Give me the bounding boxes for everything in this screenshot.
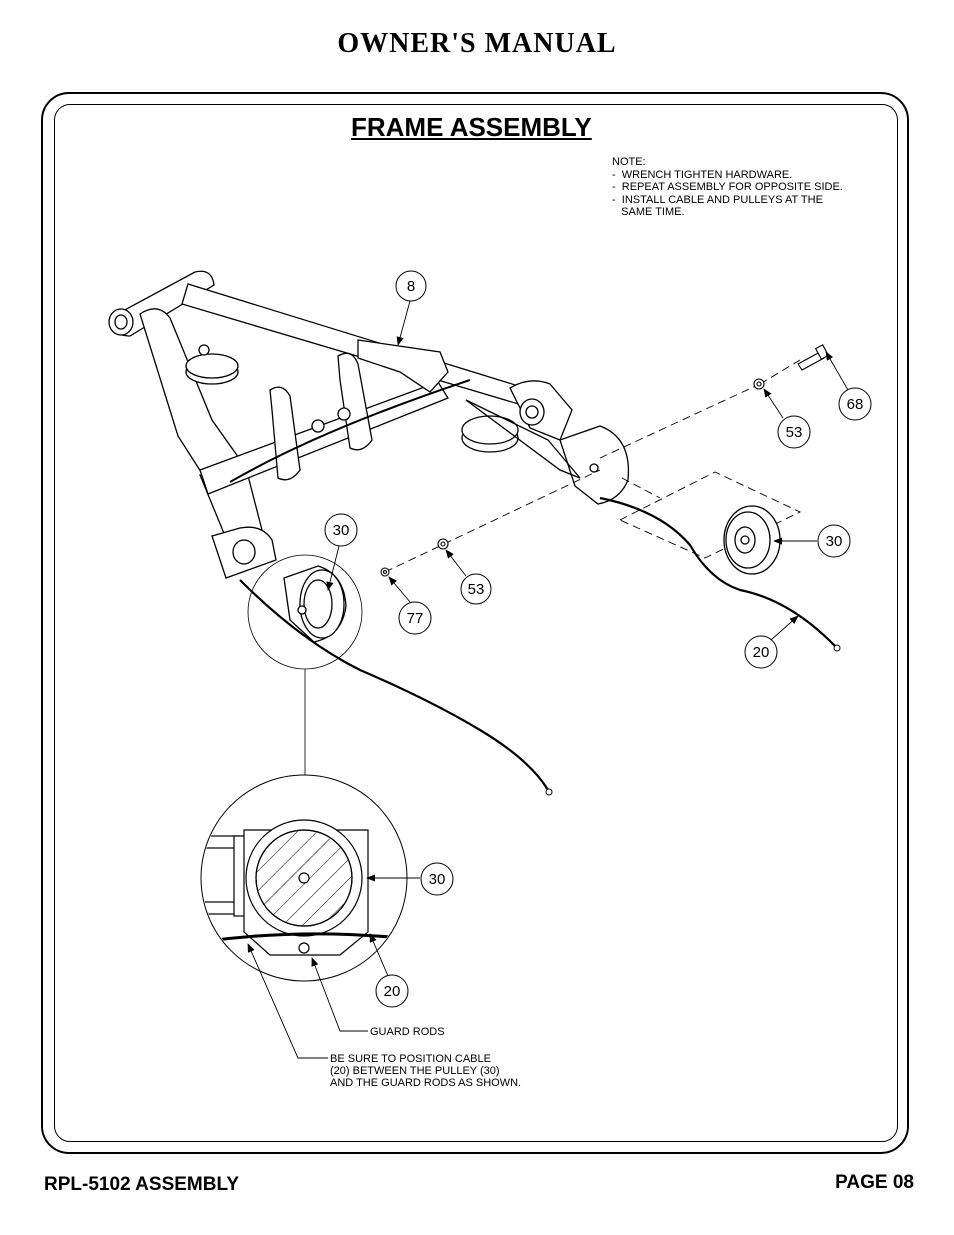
section-title: FRAME ASSEMBLY (351, 112, 592, 142)
callout-30: 30 (429, 871, 446, 888)
frame-illustration (108, 270, 630, 549)
callout-68: 68 (847, 396, 864, 413)
callout-30: 30 (826, 533, 843, 550)
cable-right (599, 496, 836, 647)
callout-30: 30 (333, 522, 350, 539)
callout-77: 77 (407, 610, 424, 627)
hardware-parts (380, 344, 830, 577)
callout-20: 20 (384, 983, 401, 1000)
cable-left (239, 579, 549, 791)
left-pulley-assembly (211, 526, 347, 643)
footer-page-number: PAGE 08 (835, 1172, 914, 1193)
note-line: SAME TIME. (612, 206, 685, 218)
callout-53: 53 (786, 424, 803, 441)
note-line: - REPEAT ASSEMBLY FOR OPPOSITE SIDE. (612, 181, 843, 193)
inner-border (54, 104, 898, 1142)
cable-position-line: BE SURE TO POSITION CABLE (330, 1053, 491, 1065)
guard-rods-label: GUARD RODS (370, 1026, 445, 1038)
cable-position-line: AND THE GUARD RODS AS SHOWN. (330, 1077, 521, 1089)
cable-position-line: (20) BETWEEN THE PULLEY (30) (330, 1065, 500, 1077)
assembly-notes: NOTE: - WRENCH TIGHTEN HARDWARE. - REPEA… (612, 156, 843, 219)
footer-model: RPL-5102 ASSEMBLY (44, 1174, 239, 1195)
detail-view (200, 774, 408, 982)
page-header-title: OWNER'S MANUAL (337, 28, 617, 59)
callout-53: 53 (468, 581, 485, 598)
callout-20: 20 (753, 644, 770, 661)
exploded-pulley-right (723, 505, 781, 575)
outer-border (41, 92, 909, 1154)
note-line: - WRENCH TIGHTEN HARDWARE. (612, 168, 793, 181)
note-line: NOTE: (612, 156, 646, 168)
note-line: - INSTALL CABLE AND PULLEYS AT THE (612, 193, 823, 206)
callout-8: 8 (407, 278, 415, 295)
